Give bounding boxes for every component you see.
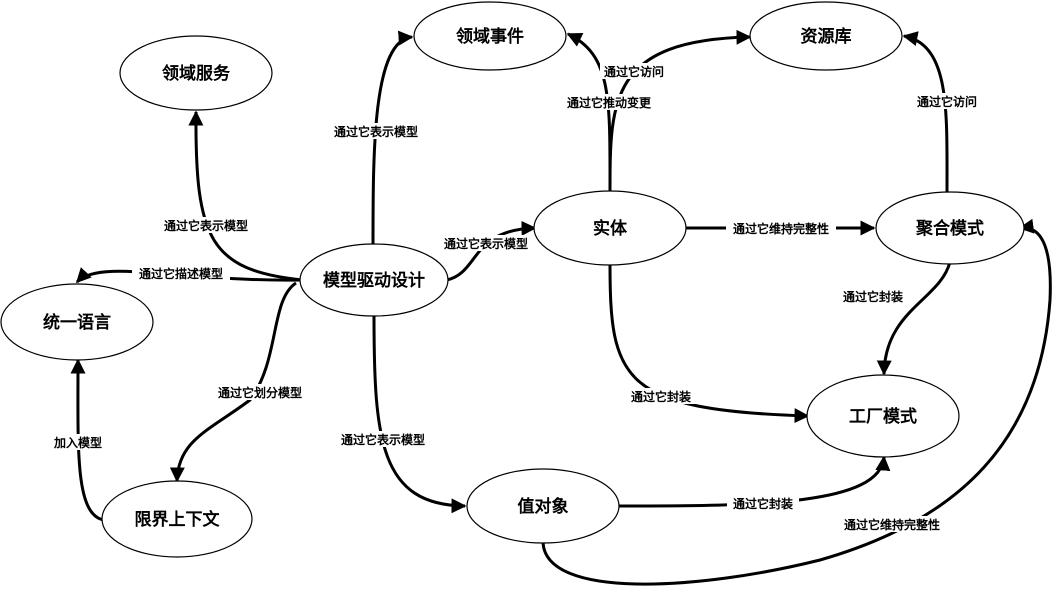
node-label: 统一语言 (43, 312, 111, 333)
node-label: 聚合模式 (915, 218, 984, 239)
edge-aggregate-to-factory (876, 261, 952, 376)
edge-label-text: 通过它封装 (733, 496, 793, 511)
edge-entity-to-factory (608, 261, 810, 424)
edge-label-text: 通过它封装 (631, 389, 691, 404)
edge-label-ddd-to-entity: 通过它表示模型 (437, 235, 535, 251)
node-ellipse (466, 468, 620, 544)
node-label: 限界上下文 (135, 509, 221, 530)
node-label: 模型驱动设计 (323, 270, 425, 291)
edge-label-bg (625, 388, 697, 404)
edge-label-text: 通过它维持完整性 (733, 221, 829, 236)
edge-label-text: 通过它维持完整性 (844, 517, 940, 532)
edge-label-bg (600, 63, 668, 79)
edge-label-value-object-to-factory: 通过它封装 (727, 495, 799, 511)
edge-label-ddd-to-domain-event: 通过它表示模型 (328, 123, 424, 139)
edge-entity-to-domain-event (566, 32, 612, 193)
edge-label-bounded-context-to-ubiquitous-language: 加入模型 (49, 434, 107, 450)
node-value-object: 值对象 (466, 468, 620, 544)
edge-value-object-to-factory (617, 455, 891, 508)
node-label: 工厂模式 (849, 406, 917, 427)
node-label: 值对象 (518, 496, 569, 517)
edge-label-bg (211, 384, 309, 400)
edge-label-text: 通过它表示模型 (334, 124, 418, 139)
edge-ddd-to-domain-event (371, 30, 414, 247)
edge-label-value-object-to-aggregate: 通过它维持完整性 (836, 516, 948, 532)
edge-label-entity-to-factory: 通过它封装 (625, 388, 697, 404)
node-ellipse (806, 374, 960, 458)
edge-label-ddd-to-value-object: 通过它表示模型 (334, 431, 432, 447)
edge-entity-to-repository (608, 29, 752, 193)
edge-label-text: 通过它表示模型 (164, 218, 248, 233)
node-ellipse (413, 1, 567, 71)
edge-label-text: 加入模型 (53, 435, 102, 450)
edge-label-entity-to-repository: 通过它访问 (600, 63, 668, 79)
node-label: 领域事件 (456, 26, 524, 47)
edge-label-text: 通过它访问 (917, 94, 977, 109)
edge-label-text: 通过它封装 (843, 289, 903, 304)
edge-ddd-to-domain-service (188, 110, 303, 282)
node-ellipse (299, 243, 449, 317)
edge-ddd-to-bounded-context (169, 281, 297, 483)
node-ellipse (119, 35, 273, 111)
edge-label-bg (49, 434, 107, 450)
node-repository: 资源库 (749, 1, 903, 71)
node-factory: 工厂模式 (806, 374, 960, 458)
edge-label-text: 通过它访问 (604, 64, 664, 79)
edge-label-ddd-to-bounded-context: 通过它划分模型 (211, 384, 309, 400)
node-label: 资源库 (801, 26, 852, 47)
edge-bounded-context-to-ubiquitous-language (70, 358, 105, 522)
node-entity: 实体 (533, 190, 687, 266)
edge-label-bg (836, 516, 948, 532)
nodes: 领域服务 领域事件 资源库 实体 聚合模式 模型驱动设计 统一语言 工厂模式 (0, 1, 1025, 558)
node-model-driven-design: 模型驱动设计 (299, 243, 449, 317)
edge-label-bg (328, 123, 424, 139)
edge-label-bg (726, 220, 836, 236)
edge-label-entity-to-domain-event: 通过它推动变更 (560, 94, 658, 110)
node-label: 领域服务 (162, 63, 231, 84)
edge-label-bg (157, 217, 255, 233)
edge-label-aggregate-to-factory: 通过它封装 (837, 288, 909, 304)
edge-aggregate-to-repository (902, 31, 949, 193)
node-aggregate: 聚合模式 (875, 191, 1025, 265)
edge-label-bg (912, 93, 982, 109)
node-ellipse (101, 480, 253, 558)
edge-label-entity-to-aggregate: 通过它维持完整性 (726, 220, 836, 236)
edge-label-ddd-to-domain-service: 通过它表示模型 (157, 217, 255, 233)
node-domain-service: 领域服务 (119, 35, 273, 111)
edge-label-bg (132, 265, 230, 281)
edge-ddd-to-value-object (372, 314, 467, 514)
edge-ddd-to-entity (446, 220, 537, 282)
node-ellipse (749, 1, 903, 71)
edge-label-text: 通过它描述模型 (139, 266, 223, 281)
node-ellipse (0, 283, 154, 361)
node-ellipse (875, 191, 1025, 265)
edge-label-bg (437, 235, 535, 251)
edge-label-ddd-to-ubiquitous-language: 通过它描述模型 (132, 265, 230, 281)
edge-label-text: 通过它推动变更 (567, 95, 652, 110)
node-domain-event: 领域事件 (413, 1, 567, 71)
edge-label-bg (837, 288, 909, 304)
edge-label-text: 通过它划分模型 (218, 385, 302, 400)
edge-label-bg (334, 431, 432, 447)
edge-label-text: 通过它表示模型 (341, 432, 425, 447)
node-bounded-context: 限界上下文 (101, 480, 253, 558)
node-ellipse (533, 190, 687, 266)
edge-label-bg (727, 495, 799, 511)
node-ubiquitous-language: 统一语言 (0, 283, 154, 361)
edge-label-aggregate-to-repository: 通过它访问 (912, 93, 982, 109)
edge-label-text: 通过它表示模型 (444, 236, 528, 251)
node-label: 实体 (593, 218, 628, 239)
edge-labels: 通过它表示模型 通过它访问 通过它推动变更 通过它访问 通过它表示模型 通过它表… (49, 63, 982, 532)
edges (70, 29, 1052, 586)
edge-label-bg (560, 94, 658, 110)
edge-value-object-to-aggregate (541, 218, 1052, 586)
